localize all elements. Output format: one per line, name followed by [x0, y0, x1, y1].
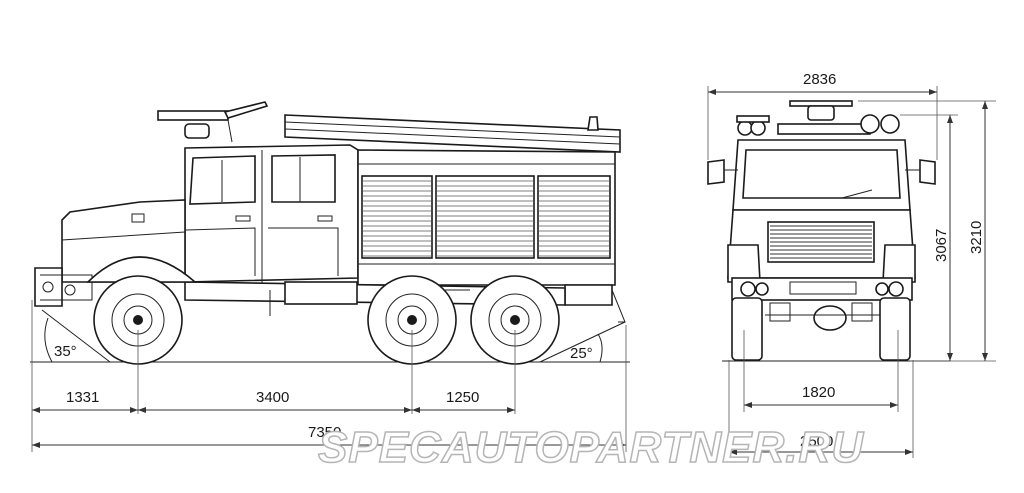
front-roof-equipment [736, 100, 900, 136]
side-view: 35° 25° 1331 3400 1250 [30, 101, 630, 452]
water-monitor [157, 101, 269, 143]
overall-width-dimension: 2836 [708, 71, 937, 95]
rear-axle-spacing-label: 1250 [446, 389, 479, 406]
approach-angle-label: 35° [54, 343, 77, 360]
roller-shutter-slats [362, 180, 610, 257]
overall-height-label: 3210 [968, 221, 985, 254]
cab [184, 144, 359, 300]
chassis [184, 281, 566, 316]
height-dimensions: 3067 3210 [933, 101, 988, 361]
wheelbase-label: 3400 [256, 389, 289, 406]
front-overhang-label: 1331 [66, 389, 99, 406]
front-view: 2836 3067 3210 1820 2500 [707, 71, 996, 458]
departure-angle-label: 25° [570, 345, 593, 362]
overall-width-label: 2836 [803, 71, 836, 88]
grille-bars [770, 225, 872, 259]
front-left-wheel [731, 297, 763, 361]
front-cab [707, 139, 936, 211]
watermark-logo: SPECAUTOPARTNER.RU [318, 423, 864, 472]
approach-angle-marker: 35° [41, 309, 111, 363]
side-dimensions-row: 1331 3400 1250 [32, 389, 515, 413]
front-right-wheel [879, 297, 911, 361]
roof-ladder [284, 114, 621, 153]
body-width-dimension: 2500 [729, 433, 913, 455]
rear-wheel-1 [367, 275, 457, 365]
rear-track-label: 1820 [802, 384, 835, 401]
front-fender [86, 256, 198, 283]
body-width-label: 2500 [800, 433, 833, 450]
cab-height-label: 3067 [933, 229, 950, 262]
track-dimension: 1820 [744, 384, 898, 408]
overall-length-dimension: 7350 [32, 424, 626, 448]
front-bumper [731, 277, 913, 301]
front-axle [765, 302, 880, 331]
equipment-body [357, 149, 626, 323]
front-hood-grille [727, 209, 916, 283]
side-wheels [93, 275, 560, 365]
overall-length-label: 7350 [308, 424, 341, 441]
departure-angle-marker: 25° [539, 321, 626, 363]
rear-wheel-2 [470, 275, 560, 365]
